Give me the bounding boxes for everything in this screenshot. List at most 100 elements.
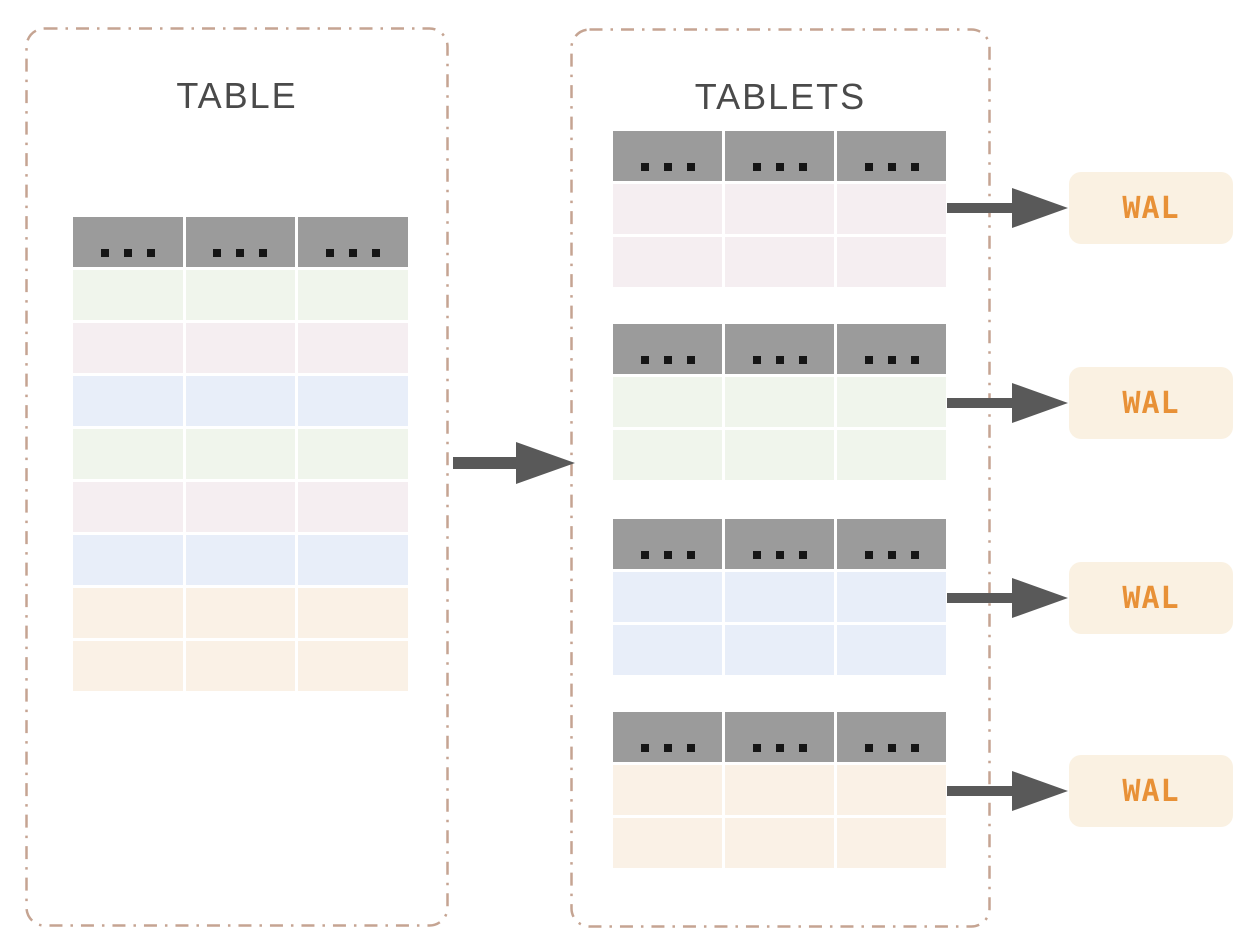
ellipsis-dot — [864, 744, 873, 752]
table-cell — [613, 818, 722, 868]
table-cell — [837, 237, 946, 287]
main-table — [73, 217, 408, 691]
column-header-cell — [837, 131, 946, 181]
table-cell — [185, 482, 296, 532]
ellipsis-dot — [146, 249, 155, 257]
ellipsis-dot — [640, 744, 649, 752]
tablet4-to-wal-arrow — [947, 771, 1068, 811]
column-header-cell — [298, 217, 408, 267]
table-cell — [837, 377, 946, 427]
table-cell — [837, 572, 946, 622]
table-cell — [298, 429, 408, 479]
table-panel: TABLE — [25, 27, 449, 927]
ellipsis-icon — [613, 324, 722, 374]
arrow-head-icon — [516, 442, 575, 484]
column-header-cell — [185, 217, 296, 267]
table-cell — [837, 184, 946, 234]
dashed-border — [25, 27, 449, 927]
ellipsis-dot — [775, 551, 784, 559]
ellipsis-dot — [663, 163, 672, 171]
table-cell — [613, 572, 722, 622]
tablet-table-3 — [613, 519, 946, 675]
arrow-shaft — [947, 593, 1013, 603]
table-cell — [185, 535, 296, 585]
arrow-head-icon — [1012, 771, 1068, 811]
column-header-cell — [613, 131, 722, 181]
table-cell — [185, 270, 296, 320]
table-cell — [298, 323, 408, 373]
column-header-cell — [725, 519, 834, 569]
column-header-cell — [725, 131, 834, 181]
column-header-cell — [837, 519, 946, 569]
ellipsis-dot — [663, 356, 672, 364]
ellipsis-icon — [73, 217, 183, 267]
table-cell — [837, 625, 946, 675]
table-cell — [298, 482, 408, 532]
ellipsis-dot — [326, 249, 335, 257]
ellipsis-dot — [640, 551, 649, 559]
tablet3-to-wal-arrow — [947, 578, 1068, 618]
wal-box-1: WAL — [1069, 172, 1233, 244]
table-cell — [725, 625, 834, 675]
arrow-head-icon — [1012, 188, 1068, 228]
ellipsis-dot — [910, 356, 919, 364]
column-header-cell — [73, 217, 183, 267]
ellipsis-dot — [123, 249, 132, 257]
table-cell — [725, 237, 834, 287]
arrow-head-icon — [1012, 383, 1068, 423]
table-cell — [613, 184, 722, 234]
table-cell — [73, 641, 183, 691]
ellipsis-dot — [887, 163, 896, 171]
table-cell — [613, 765, 722, 815]
ellipsis-icon — [837, 519, 946, 569]
table-cell — [837, 430, 946, 480]
ellipsis-dot — [864, 163, 873, 171]
ellipsis-dot — [686, 744, 695, 752]
ellipsis-dot — [640, 163, 649, 171]
ellipsis-dot — [752, 163, 761, 171]
ellipsis-dot — [663, 551, 672, 559]
ellipsis-dot — [798, 163, 807, 171]
column-header-cell — [613, 324, 722, 374]
table-cell — [185, 429, 296, 479]
ellipsis-dot — [864, 551, 873, 559]
ellipsis-dot — [887, 356, 896, 364]
arrow-shaft — [947, 203, 1013, 213]
table-cell — [73, 376, 183, 426]
table-cell — [613, 430, 722, 480]
table-cell — [725, 818, 834, 868]
table-cell — [73, 535, 183, 585]
table-cell — [73, 588, 183, 638]
arrow-shaft — [453, 457, 517, 469]
ellipsis-dot — [752, 356, 761, 364]
column-header-cell — [837, 324, 946, 374]
tablets-panel-title: TABLETS — [694, 76, 867, 117]
ellipsis-icon — [837, 712, 946, 762]
table-cell — [298, 588, 408, 638]
table-cell — [725, 377, 834, 427]
ellipsis-dot — [798, 551, 807, 559]
table-cell — [298, 376, 408, 426]
ellipsis-icon — [837, 324, 946, 374]
table-cell — [613, 377, 722, 427]
table-cell — [837, 765, 946, 815]
table-cell — [73, 429, 183, 479]
ellipsis-dot — [752, 551, 761, 559]
ellipsis-dot — [349, 249, 358, 257]
ellipsis-dot — [864, 356, 873, 364]
ellipsis-dot — [372, 249, 381, 257]
ellipsis-dot — [775, 744, 784, 752]
ellipsis-dot — [910, 163, 919, 171]
ellipsis-dot — [798, 744, 807, 752]
table-cell — [613, 237, 722, 287]
ellipsis-dot — [100, 249, 109, 257]
tablet2-to-wal-arrow — [947, 383, 1068, 423]
arrow-shaft — [947, 786, 1013, 796]
column-header-cell — [613, 519, 722, 569]
arrow-shaft — [947, 398, 1013, 408]
ellipsis-dot — [887, 744, 896, 752]
ellipsis-icon — [298, 217, 408, 267]
ellipsis-dot — [640, 356, 649, 364]
table-cell — [725, 184, 834, 234]
ellipsis-dot — [686, 551, 695, 559]
